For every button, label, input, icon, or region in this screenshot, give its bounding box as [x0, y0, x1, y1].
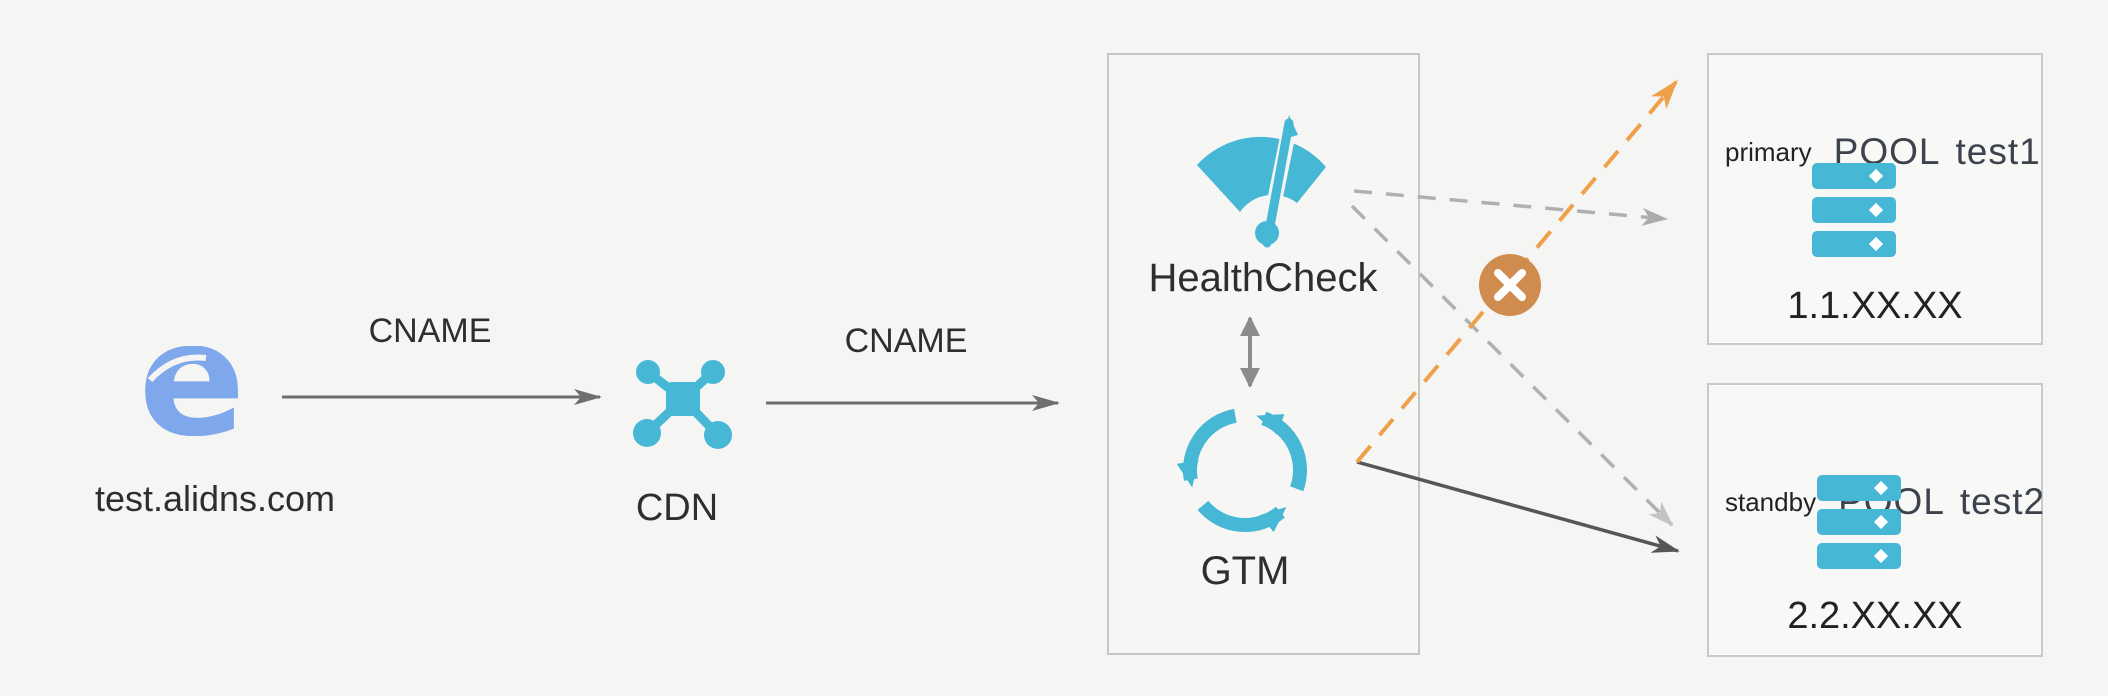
cdn-icon	[633, 360, 732, 449]
cdn-label: CDN	[635, 487, 719, 529]
failure-x-icon	[1479, 254, 1541, 316]
healthcheck-gauge-icon	[1197, 113, 1326, 255]
pool-name: test2	[1959, 481, 2046, 522]
server-stack-icon	[1817, 475, 1901, 569]
edge-glyph: e	[140, 346, 244, 436]
pool-role-label: primary	[1725, 136, 1812, 167]
gtm-icon	[1176, 408, 1308, 533]
client-domain-label: test.alidns.com	[94, 478, 336, 519]
healthcheck-label: HealthCheck	[1148, 256, 1378, 300]
edge-swoosh	[147, 354, 207, 383]
cname-label-left: CNAME	[368, 312, 492, 350]
pool-name: test1	[1955, 131, 2041, 172]
edge-browser-icon: e	[140, 346, 244, 436]
pool-ip-label: 2.2.XX.XX	[1787, 595, 1963, 637]
pool-role-label: standby	[1725, 486, 1817, 517]
pool-ip-label: 1.1.XX.XX	[1787, 285, 1963, 327]
cname-label-right: CNAME	[844, 322, 968, 360]
gtm-label: GTM	[1200, 549, 1290, 593]
server-stack-icon	[1812, 163, 1896, 257]
